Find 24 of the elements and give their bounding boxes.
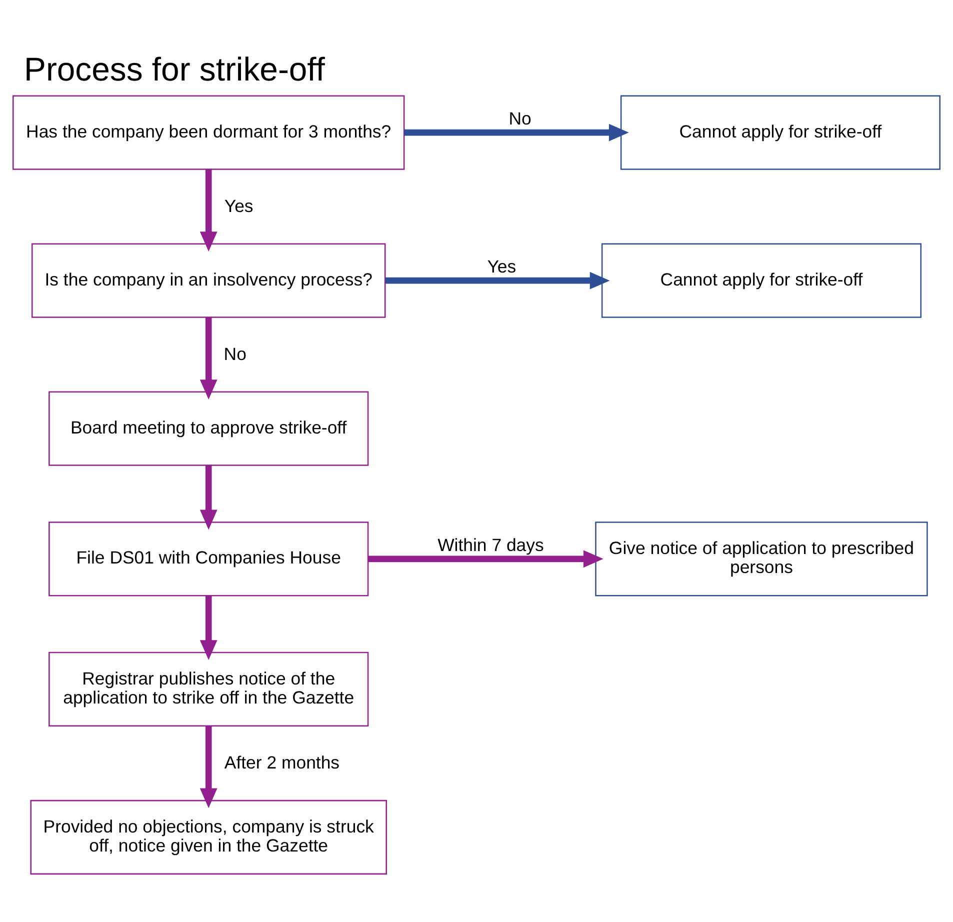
edge-label: No bbox=[508, 108, 532, 128]
node-box: Registrar publishes notice of the application to strike off in the Gazette bbox=[48, 651, 369, 726]
node-box: Has the company been dormant for 3 months? bbox=[12, 94, 405, 170]
node-box: Cannot apply for strike-off bbox=[620, 94, 940, 170]
arrow bbox=[200, 464, 218, 530]
edge-label: Yes bbox=[224, 195, 254, 216]
node-box: Board meeting to approve strike-off bbox=[48, 390, 369, 466]
diagram-title: Process for strike-off bbox=[24, 50, 325, 87]
edge-label: After 2 months bbox=[224, 752, 340, 772]
arrow bbox=[404, 123, 629, 141]
edge-label: Yes bbox=[487, 256, 516, 276]
node-box: Give notice of application to prescribed persons bbox=[595, 521, 928, 596]
arrow bbox=[200, 316, 218, 400]
node-box: Provided no objections, company is struck off, notice given in the Gazette bbox=[30, 799, 387, 874]
node-box: File DS01 with Companies House bbox=[48, 521, 369, 596]
arrow bbox=[200, 595, 218, 660]
arrow bbox=[200, 726, 218, 808]
edge-label: No bbox=[224, 343, 246, 364]
edge-label: Within 7 days bbox=[438, 534, 544, 554]
arrow bbox=[385, 271, 610, 289]
arrow bbox=[368, 550, 604, 568]
node-box: Is the company in an insolvency process? bbox=[31, 242, 386, 318]
arrow bbox=[200, 168, 218, 251]
node-box: Cannot apply for strike-off bbox=[601, 242, 922, 318]
